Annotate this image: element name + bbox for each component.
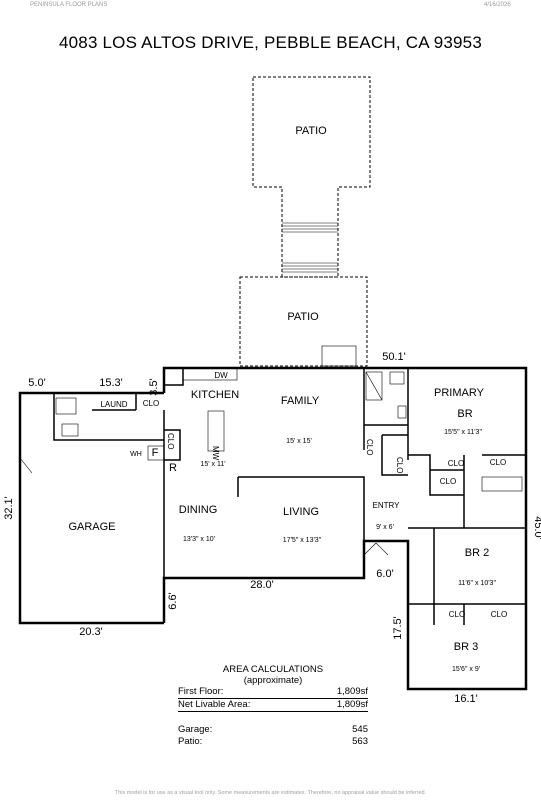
kitchen-island — [207, 410, 225, 452]
refrigerator-label: R — [169, 462, 177, 474]
kitchen-label: KITCHEN — [191, 389, 239, 401]
dimension-50-1: 50.1' — [382, 351, 406, 363]
plan-date: 4/16/2026 — [484, 2, 511, 8]
entry-door — [363, 542, 389, 556]
area-row: Net Livable Area: 1,809sf — [178, 699, 368, 712]
dimension-6-0: 6.0' — [376, 568, 393, 580]
house-exterior-wall — [162, 366, 528, 691]
family-dimensions: 15' x 15' — [286, 438, 312, 445]
br2-dimensions: 11'6" x 10'3" — [458, 580, 496, 587]
laundry-closet-label: CLO — [143, 399, 159, 408]
patio-lower-label: PATIO — [287, 311, 319, 323]
primary-sink — [397, 405, 407, 419]
dimension-15-3: 15.3' — [99, 377, 123, 389]
br3-label: BR 3 — [454, 641, 478, 653]
area-subtitle: (approximate) — [243, 675, 303, 686]
area-row: Garage: 545 — [178, 724, 368, 735]
primary-br-label: BR — [457, 408, 472, 420]
patio-grill — [321, 345, 357, 367]
primary-label: PRIMARY — [434, 387, 485, 399]
primary-closet-1-label: CLO — [448, 459, 464, 468]
bedroom-walls — [408, 527, 526, 625]
dishwasher-label: DW — [214, 371, 228, 380]
area-row: Patio: 563 — [178, 736, 368, 747]
laundry-label: LAUND — [100, 400, 127, 409]
dimension-32-1: 32.1' — [3, 496, 15, 520]
dining-dimensions: 13'3" x 10' — [183, 536, 215, 543]
patio-lower-outline — [239, 276, 368, 367]
br2-label: BR 2 — [465, 547, 489, 559]
laundry-sink — [61, 423, 79, 437]
primary-closet-3-label: CLO — [440, 477, 456, 486]
patio-upper-outline — [252, 76, 371, 278]
br3-dimensions: 15'6" x 9' — [452, 666, 480, 673]
dimension-28-0: 28.0' — [250, 579, 274, 591]
company-name: PENINSULA FLOOR PLANS — [30, 2, 108, 8]
dimension-5-0: 5.0' — [28, 377, 45, 389]
dimension-3-5: 3.5' — [148, 378, 160, 395]
entry-dimensions: 9' x 6' — [376, 524, 394, 531]
primary-closet-2-label: CLO — [490, 458, 506, 467]
water-heater-box — [147, 445, 165, 461]
area-title: AREA CALCULATIONS — [222, 664, 324, 675]
patio-steps — [282, 222, 338, 273]
living-north-wall — [238, 476, 365, 541]
br3-closet-label: CLO — [491, 610, 507, 619]
dimension-17-5: 17.5' — [392, 616, 404, 640]
area-row: First Floor: 1,809sf — [178, 686, 368, 699]
dining-label: DINING — [179, 504, 218, 516]
dishwasher-counter — [182, 367, 238, 381]
area-calculations: AREA CALCULATIONS (approximate) First Fl… — [178, 664, 368, 748]
microwave-label: MW — [211, 446, 220, 461]
garage-label: GARAGE — [68, 521, 115, 533]
living-label: LIVING — [283, 506, 319, 518]
br2-closet-label: CLO — [449, 610, 465, 619]
primary-tub — [481, 476, 523, 492]
garage-exterior-wall — [18, 391, 164, 625]
hall-closet-walls — [408, 454, 526, 528]
entry-label: ENTRY — [373, 501, 401, 510]
garage-door — [19, 457, 33, 474]
property-address: 4083 LOS ALTOS DRIVE, PEBBLE BEACH, CA 9… — [58, 33, 482, 52]
furnace-label: F — [152, 447, 159, 459]
pantry-closet-label: CLO — [166, 433, 175, 449]
laundry-walls — [53, 393, 165, 441]
disclaimer: This model is for use as a visual tool o… — [114, 790, 427, 796]
water-heater-label: WH — [130, 451, 142, 458]
bath-closet-label: CLO — [365, 439, 374, 455]
primary-shower — [365, 371, 383, 401]
primary-toilet — [389, 371, 405, 385]
family-label: FAMILY — [281, 395, 320, 407]
dimension-6-6: 6.6' — [167, 592, 179, 609]
primary-bath-walls — [363, 368, 409, 476]
dimension-45-0: 45.0' — [532, 516, 541, 540]
dimension-20-3: 20.3' — [79, 626, 103, 638]
hall-closet-label: CLO — [395, 457, 404, 473]
dimension-16-1: 16.1' — [454, 693, 478, 705]
laundry-toilet — [55, 397, 77, 415]
patio-upper-label: PATIO — [295, 125, 327, 137]
living-dimensions: 17'5" x 13'3" — [283, 537, 322, 544]
kitchen-dimensions: 15' x 11' — [200, 461, 225, 468]
primary-dimensions: 15'5" x 11'3" — [444, 429, 482, 436]
